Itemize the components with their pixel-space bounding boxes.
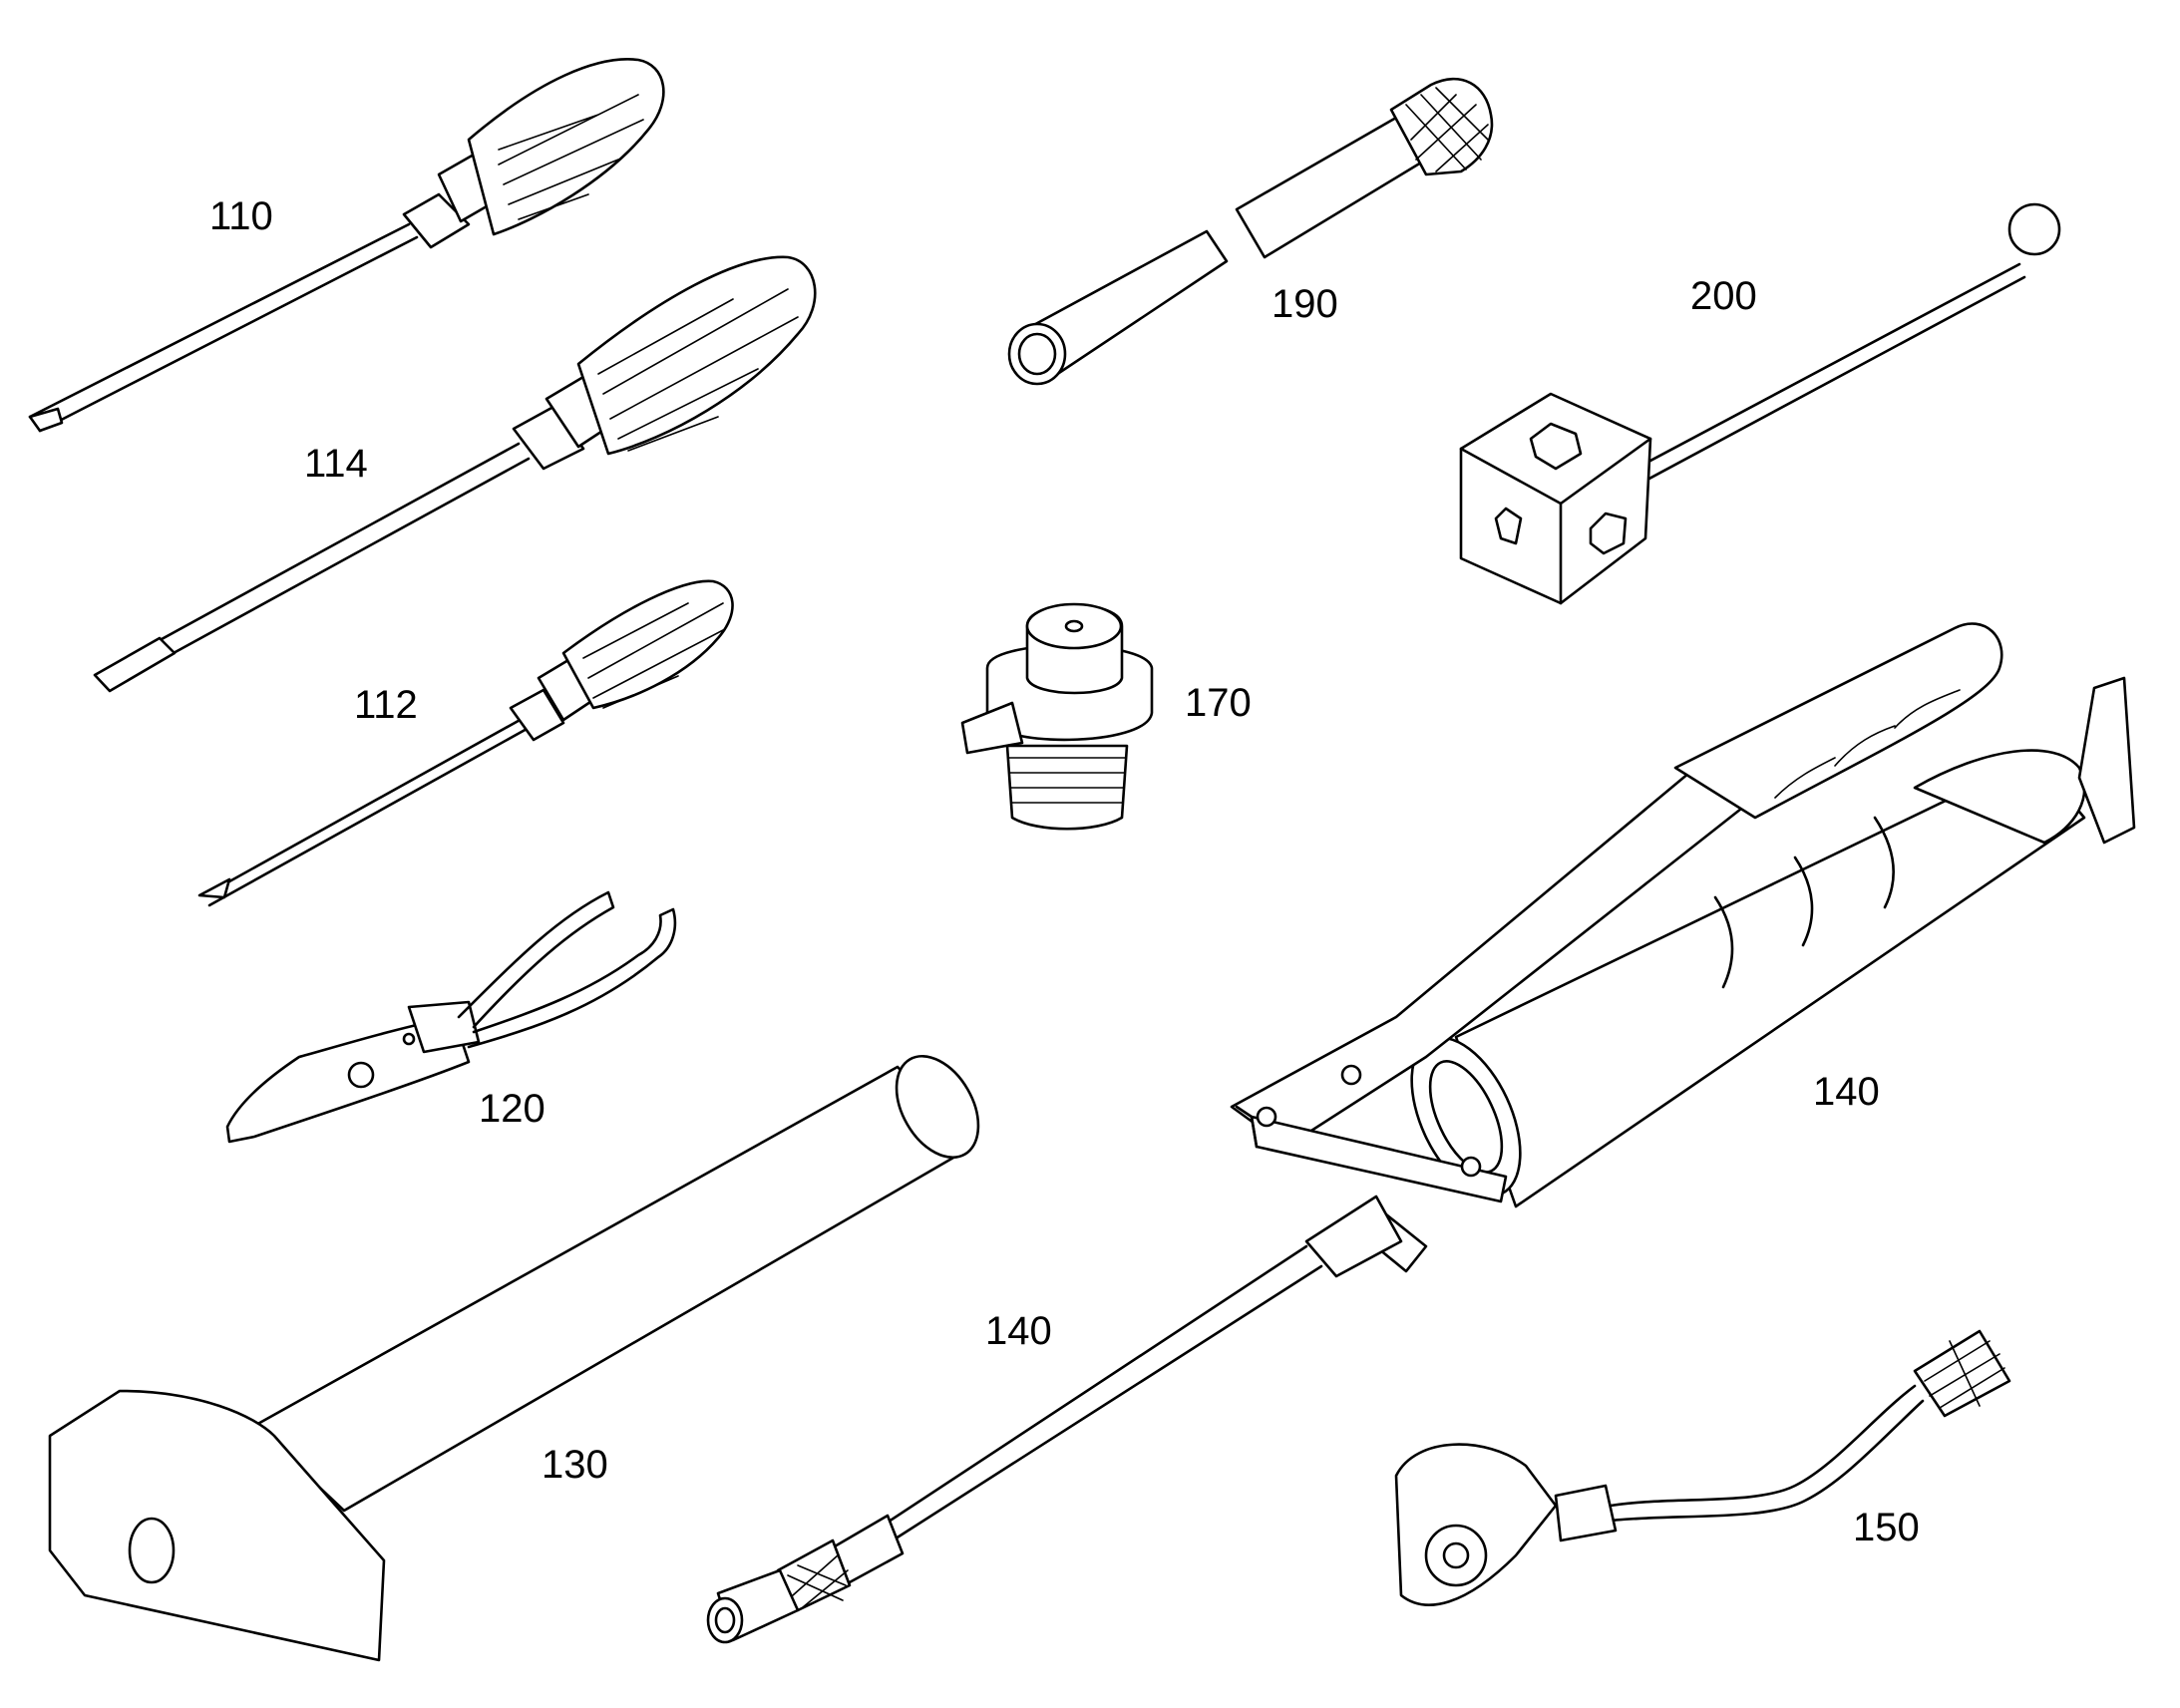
adapter-170 bbox=[960, 602, 1154, 831]
screwdriver-114 bbox=[93, 255, 817, 693]
screwdriver-112 bbox=[197, 579, 734, 907]
callout-140-gun: 140 bbox=[1813, 1070, 1880, 1114]
callout-150: 150 bbox=[1853, 1506, 1920, 1549]
callout-120: 120 bbox=[479, 1087, 545, 1131]
socket-tool-200 bbox=[1459, 202, 2061, 605]
coupler-150 bbox=[1394, 1329, 2011, 1606]
hammer-130 bbox=[48, 1054, 980, 1662]
callout-110: 110 bbox=[209, 194, 273, 238]
extension-rod-190 bbox=[1007, 77, 1494, 386]
callout-190: 190 bbox=[1272, 282, 1338, 326]
pliers-120 bbox=[225, 890, 677, 1144]
grease-hose-140 bbox=[706, 1195, 1428, 1644]
callout-140-hose: 140 bbox=[985, 1309, 1052, 1353]
grease-gun-140 bbox=[1230, 622, 2136, 1208]
callout-200: 200 bbox=[1690, 274, 1757, 318]
callout-170: 170 bbox=[1185, 681, 1252, 725]
callout-114: 114 bbox=[304, 442, 368, 486]
callout-130: 130 bbox=[542, 1443, 608, 1487]
screwdriver-110 bbox=[28, 58, 665, 433]
callout-112: 112 bbox=[354, 683, 418, 727]
